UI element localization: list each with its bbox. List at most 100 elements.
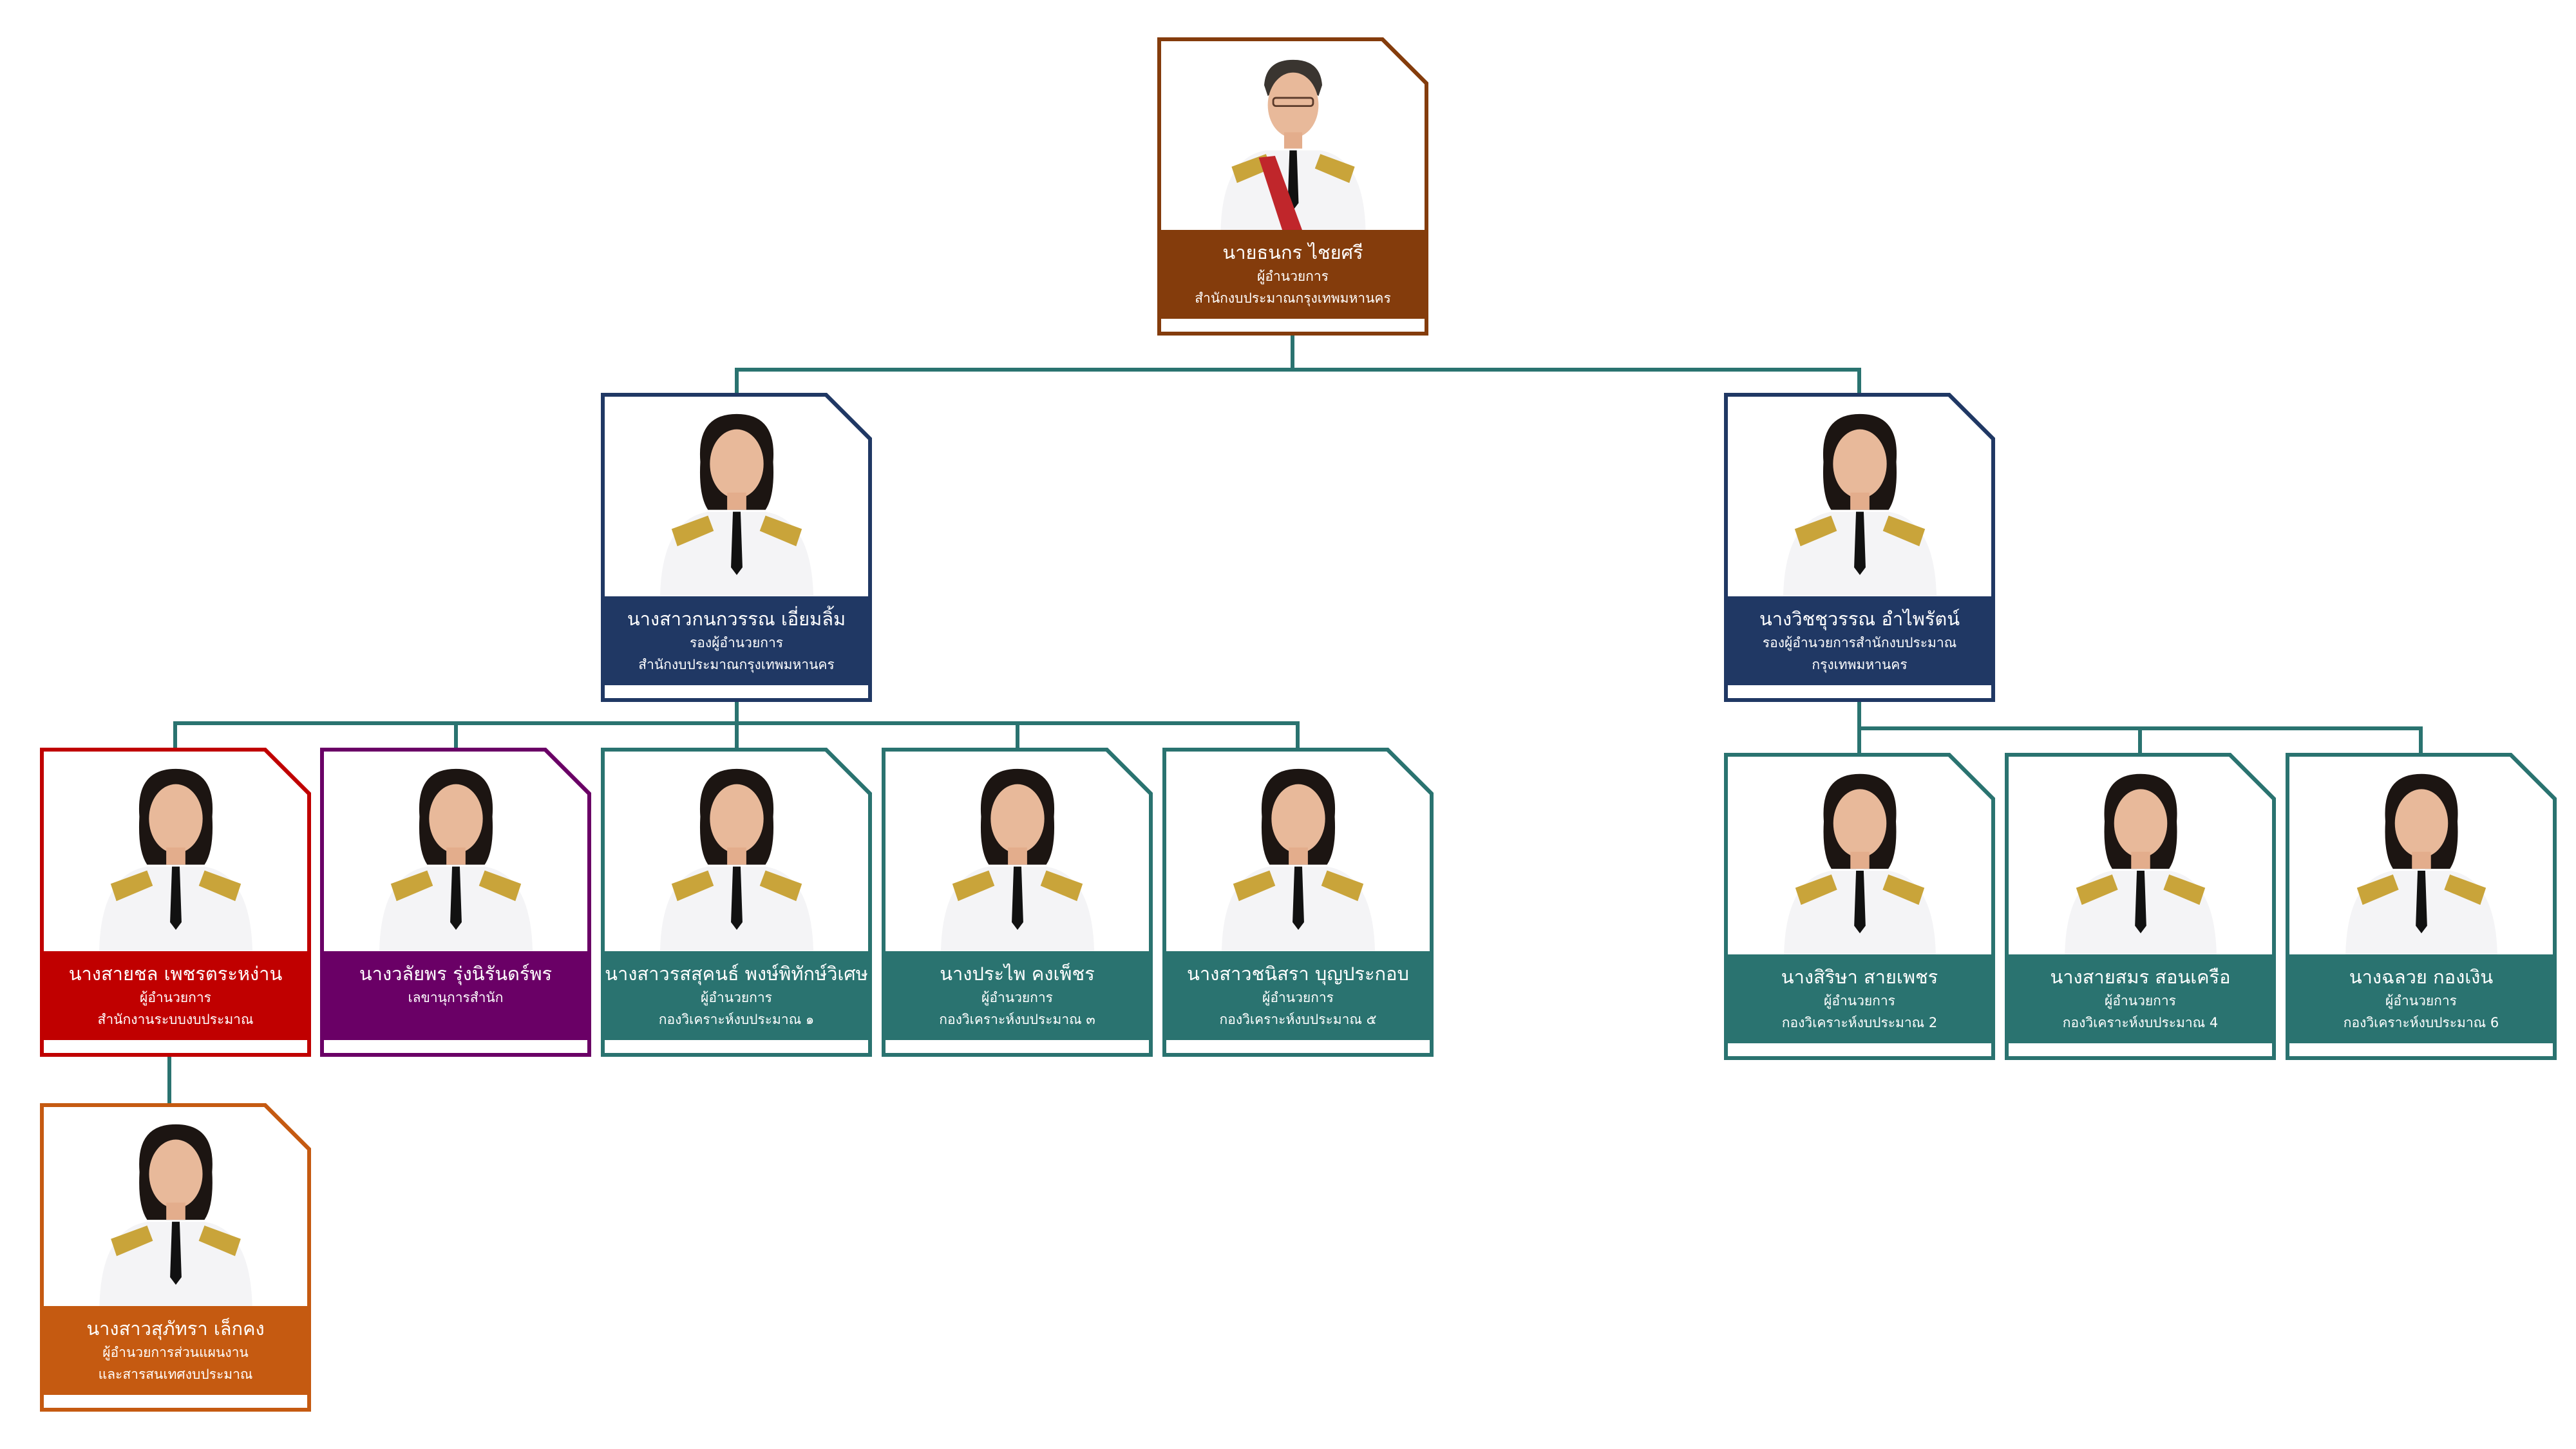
card-body: นางสาวกนกวรรณ เอี่ยมลิ้มรองผู้อำนวยการสำ… xyxy=(605,397,868,698)
name-band: นางสาวกนกวรรณ เอี่ยมลิ้มรองผู้อำนวยการสำ… xyxy=(605,596,868,685)
white-strip xyxy=(605,1040,868,1053)
position-title-line: กองวิเคราะห์งบประมาณ 4 xyxy=(2062,1015,2219,1030)
white-strip xyxy=(1728,1043,1991,1056)
name-band: นางสาวชนิสรา บุญประกอบผู้อำนวยการกองวิเค… xyxy=(1166,951,1430,1040)
position-title-line: ผู้อำนวยการส่วนแผนงาน xyxy=(102,1345,249,1360)
person-card-budget-system: นางสายชล เพชรตระหง่านผู้อำนวยการสำนักงาน… xyxy=(40,748,311,1057)
person-name: นางวลัยพร รุ่งนิรันดร์พร xyxy=(359,963,553,985)
position-title-line: เลขานุการสำนัก xyxy=(408,990,504,1005)
connector-director-down xyxy=(1291,336,1294,372)
position-title-line: รองผู้อำนวยการสำนักงบประมาณ xyxy=(1762,635,1957,650)
name-band: นางสายชล เพชรตระหง่านผู้อำนวยการสำนักงาน… xyxy=(44,951,307,1040)
position-title-line: สำนักงบประมาณกรุงเทพมหานคร xyxy=(1195,290,1391,306)
portrait-photo xyxy=(44,1107,307,1306)
white-strip xyxy=(1161,319,1425,332)
person-card-analysis-6: นางฉลวย กองเงินผู้อำนวยการกองวิเคราะห์งบ… xyxy=(2286,753,2557,1060)
card-body: นางสาวรสสุคนธ์ พงษ์พิทักษ์วิเศษผู้อำนวยก… xyxy=(605,752,868,1053)
position-title-line: กองวิเคราะห์งบประมาณ ๓ xyxy=(939,1012,1095,1027)
connector-l3-3 xyxy=(735,721,739,750)
position-title-line: กองวิเคราะห์งบประมาณ 6 xyxy=(2343,1015,2499,1030)
card-body: นางสาวสุภัทรา เล็กคงผู้อำนวยการส่วนแผนงา… xyxy=(44,1107,307,1408)
portrait-photo xyxy=(605,752,868,951)
name-band: นายธนกร ไชยศรีผู้อำนวยการสำนักงบประมาณกร… xyxy=(1161,230,1425,319)
connector-deputy1-up xyxy=(735,368,739,395)
name-band: นางวิชชุวรรณ อำไพรัตน์รองผู้อำนวยการสำนั… xyxy=(1728,596,1991,685)
person-name: นางสาวรสสุคนธ์ พงษ์พิทักษ์วิเศษ xyxy=(605,963,868,985)
portrait-photo xyxy=(886,752,1149,951)
position-title-line: ผู้อำนวยการ xyxy=(981,990,1053,1005)
white-strip xyxy=(1728,685,1991,698)
connector-r3-3 xyxy=(2419,726,2423,755)
white-strip xyxy=(1166,1040,1430,1053)
white-strip xyxy=(44,1395,307,1408)
person-card-analysis-1: นางสาวรสสุคนธ์ พงษ์พิทักษ์วิเศษผู้อำนวยก… xyxy=(601,748,872,1057)
name-band: นางสายสมร สอนเครือผู้อำนวยการกองวิเคราะห… xyxy=(2009,954,2272,1043)
card-body: นางสิริษา สายเพชรผู้อำนวยการกองวิเคราะห์… xyxy=(1728,757,1991,1056)
position-title-line: กองวิเคราะห์งบประมาณ ๑ xyxy=(658,1012,815,1027)
card-body: นางประไพ คงเพ็ชรผู้อำนวยการกองวิเคราะห์ง… xyxy=(886,752,1149,1053)
portrait-photo xyxy=(605,397,868,596)
person-card-analysis-4: นางสายสมร สอนเครือผู้อำนวยการกองวิเคราะห… xyxy=(2005,753,2276,1060)
portrait-photo xyxy=(1728,757,1991,954)
connector-deputy2-up xyxy=(1857,368,1861,395)
white-strip xyxy=(2009,1043,2272,1056)
person-name: นายธนกร ไชยศรี xyxy=(1222,242,1363,263)
card-body: นางฉลวย กองเงินผู้อำนวยการกองวิเคราะห์งบ… xyxy=(2289,757,2553,1056)
portrait-photo xyxy=(1728,397,1991,596)
card-body: นางวลัยพร รุ่งนิรันดร์พรเลขานุการสำนัก xyxy=(324,752,587,1053)
person-name: นางวิชชุวรรณ อำไพรัตน์ xyxy=(1759,608,1960,630)
white-strip xyxy=(2289,1043,2553,1056)
person-card-analysis-3: นางประไพ คงเพ็ชรผู้อำนวยการกองวิเคราะห์ง… xyxy=(882,748,1153,1057)
position-title-line: ผู้อำนวยการ xyxy=(2385,993,2457,1009)
person-card-secretary: นางวลัยพร รุ่งนิรันดร์พรเลขานุการสำนัก xyxy=(320,748,591,1057)
position-title-line: กรุงเทพมหานคร xyxy=(1812,657,1908,672)
connector-l3-2 xyxy=(454,721,458,750)
portrait-photo xyxy=(1166,752,1430,951)
card-body: นางสายชล เพชรตระหง่านผู้อำนวยการสำนักงาน… xyxy=(44,752,307,1053)
card-body: นางสายสมร สอนเครือผู้อำนวยการกองวิเคราะห… xyxy=(2009,757,2272,1056)
portrait-photo xyxy=(2009,757,2272,954)
position-title-line: และสารสนเทศงบประมาณ xyxy=(98,1367,253,1382)
portrait-photo xyxy=(44,752,307,951)
card-body: นายธนกร ไชยศรีผู้อำนวยการสำนักงบประมาณกร… xyxy=(1161,41,1425,332)
connector-level2-bar xyxy=(735,368,1861,372)
person-card-analysis-2: นางสิริษา สายเพชรผู้อำนวยการกองวิเคราะห์… xyxy=(1724,753,1995,1060)
white-strip xyxy=(44,1040,307,1053)
connector-l3-5 xyxy=(1296,721,1300,750)
person-name: นางสาวชนิสรา บุญประกอบ xyxy=(1187,963,1409,985)
person-name: นางสายชล เพชรตระหง่าน xyxy=(68,963,283,985)
person-name: นางประไพ คงเพ็ชร xyxy=(940,963,1095,985)
person-card-deputy-1: นางสาวกนกวรรณ เอี่ยมลิ้มรองผู้อำนวยการสำ… xyxy=(601,393,872,702)
position-title-line: ผู้อำนวยการ xyxy=(1262,990,1334,1005)
card-body: นางสาวชนิสรา บุญประกอบผู้อำนวยการกองวิเค… xyxy=(1166,752,1430,1053)
portrait-photo xyxy=(1161,41,1425,230)
white-strip xyxy=(324,1040,587,1053)
person-name: นางสิริษา สายเพชร xyxy=(1781,966,1938,988)
position-title-line: ผู้อำนวยการ xyxy=(1257,269,1329,284)
connector-deputy2-down xyxy=(1857,701,1861,730)
position-title-line: สำนักงานระบบงบประมาณ xyxy=(97,1012,254,1027)
connector-r3-2 xyxy=(2138,726,2142,755)
connector-l3-1 xyxy=(173,721,177,750)
name-band: นางสาวสุภัทรา เล็กคงผู้อำนวยการส่วนแผนงา… xyxy=(44,1306,307,1395)
name-band: นางฉลวย กองเงินผู้อำนวยการกองวิเคราะห์งบ… xyxy=(2289,954,2553,1043)
position-title-line: สำนักงบประมาณกรุงเทพมหานคร xyxy=(638,657,835,672)
connector-r3-1 xyxy=(1857,726,1861,755)
position-title-line: ผู้อำนวยการ xyxy=(1824,993,1895,1009)
person-card-planning: นางสาวสุภัทรา เล็กคงผู้อำนวยการส่วนแผนงา… xyxy=(40,1103,311,1412)
connector-deputy1-down xyxy=(735,701,739,725)
white-strip xyxy=(605,685,868,698)
connector-l3-4 xyxy=(1016,721,1019,750)
position-title-line: รองผู้อำนวยการ xyxy=(689,635,784,650)
connector-planning xyxy=(167,1056,171,1104)
name-band: นางสิริษา สายเพชรผู้อำนวยการกองวิเคราะห์… xyxy=(1728,954,1991,1043)
position-title-line: ผู้อำนวยการ xyxy=(140,990,211,1005)
position-title-line: กองวิเคราะห์งบประมาณ ๕ xyxy=(1219,1012,1377,1027)
white-strip xyxy=(886,1040,1149,1053)
person-name: นางสายสมร สอนเครือ xyxy=(2050,966,2231,988)
person-card-deputy-2: นางวิชชุวรรณ อำไพรัตน์รองผู้อำนวยการสำนั… xyxy=(1724,393,1995,702)
position-title-line: ผู้อำนวยการ xyxy=(701,990,772,1005)
person-name: นางฉลวย กองเงิน xyxy=(2349,966,2494,988)
person-name: นางสาวกนกวรรณ เอี่ยมลิ้ม xyxy=(627,608,846,630)
position-title-line: ผู้อำนวยการ xyxy=(2105,993,2176,1009)
